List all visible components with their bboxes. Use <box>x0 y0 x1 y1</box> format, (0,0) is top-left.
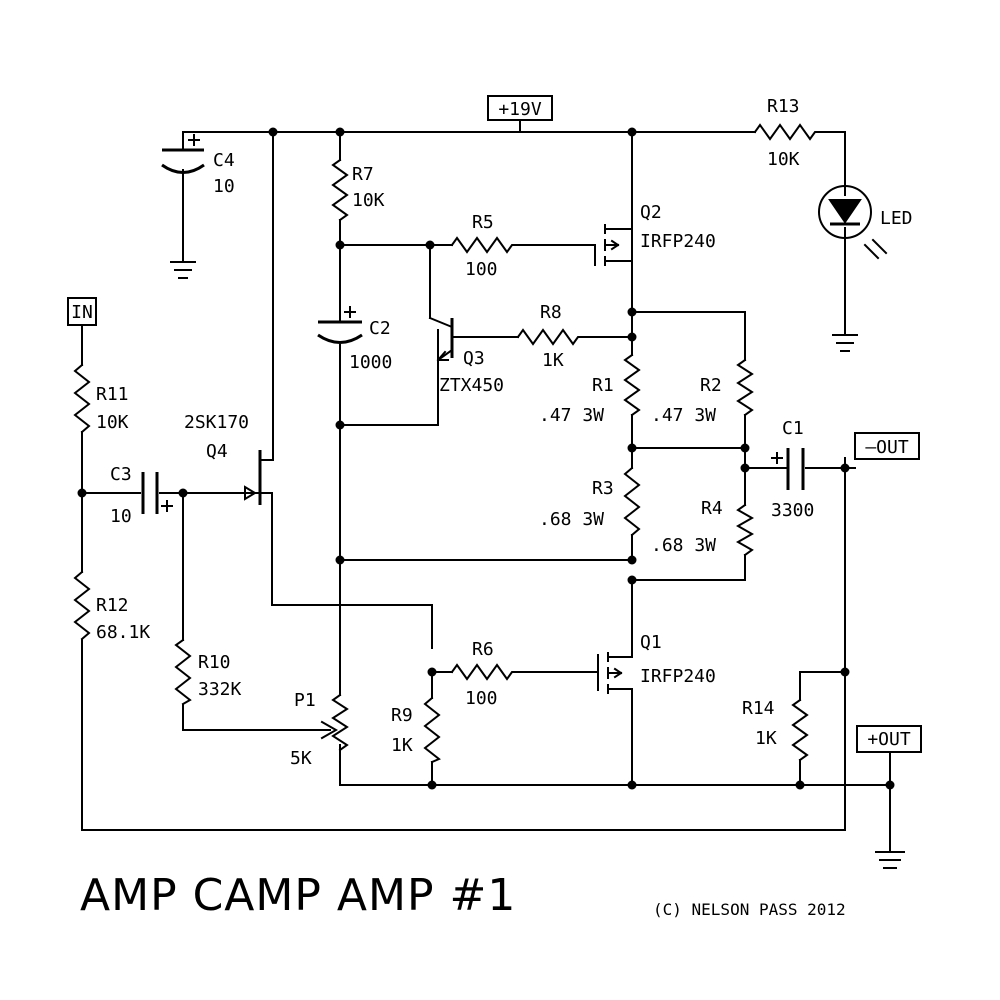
terminal-supply: +19V <box>487 95 553 121</box>
jfet-q4 <box>237 450 262 505</box>
resistor-r2 <box>736 358 754 417</box>
led <box>818 185 888 260</box>
terminals: +19V IN –OUT +OUT <box>67 95 922 753</box>
label-c2-value: 1000 <box>349 352 392 373</box>
label-q4-ref: Q4 <box>206 441 228 462</box>
resistors <box>73 123 821 764</box>
diagram-title: AMP CAMP AMP #1 <box>80 870 516 921</box>
label-c3-value: 10 <box>110 506 132 527</box>
resistor-r5 <box>450 236 519 254</box>
resistor-r1 <box>623 353 641 417</box>
label-p1-ref: P1 <box>294 690 316 711</box>
label-c1-value: 3300 <box>771 500 814 521</box>
terminal-out-pos: +OUT <box>856 725 922 753</box>
label-r8-ref: R8 <box>540 302 562 323</box>
label-led-ref: LED <box>880 208 913 229</box>
label-r1-ref: R1 <box>592 375 614 396</box>
resistor-r14 <box>791 698 809 762</box>
mosfet-q1 <box>597 649 633 694</box>
label-r11-ref: R11 <box>96 384 129 405</box>
capacitor-c2 <box>317 306 363 344</box>
label-p1-value: 5K <box>290 748 312 769</box>
resistor-r11 <box>73 363 91 434</box>
label-r13-ref: R13 <box>767 96 800 117</box>
bjt-q3 <box>428 316 454 396</box>
potentiometer-p1 <box>320 693 349 752</box>
terminal-out-neg: –OUT <box>854 432 920 460</box>
terminal-input: IN <box>67 297 97 326</box>
capacitors <box>141 134 805 514</box>
resistor-r13 <box>753 123 821 141</box>
label-r3-ref: R3 <box>592 478 614 499</box>
copyright-notice: (C) NELSON PASS 2012 <box>653 900 846 919</box>
label-q2-ref: Q2 <box>640 202 662 223</box>
resistor-r7 <box>331 158 349 222</box>
wires <box>81 117 891 853</box>
label-r11-value: 10K <box>96 412 129 433</box>
resistor-r9 <box>423 696 441 764</box>
ground-led <box>832 334 858 352</box>
label-q2-part: IRFP240 <box>640 231 716 252</box>
resistor-r3 <box>623 466 641 537</box>
label-r12-ref: R12 <box>96 595 129 616</box>
label-q1-part: IRFP240 <box>640 666 716 687</box>
label-q3-ref: Q3 <box>463 348 485 369</box>
label-q4-part: 2SK170 <box>184 412 249 433</box>
label-c1-ref: C1 <box>782 418 804 439</box>
mosfet-q2 <box>594 224 633 266</box>
label-r2-ref: R2 <box>700 375 722 396</box>
capacitor-c3 <box>141 472 173 514</box>
component-labels: C4 10 R7 10K R5 100 Q2 IRFP240 R13 10K L… <box>96 96 913 769</box>
label-r8-value: 1K <box>542 350 564 371</box>
label-c2-ref: C2 <box>369 318 391 339</box>
label-r10-ref: R10 <box>198 652 231 673</box>
label-c4-value: 10 <box>213 176 235 197</box>
resistor-r8 <box>516 328 587 346</box>
label-r4-ref: R4 <box>701 498 723 519</box>
ground-c4 <box>170 261 196 279</box>
label-r1-value: .47 3W <box>539 405 604 426</box>
terminal-out-pos-label: +OUT <box>867 729 911 750</box>
label-r6-value: 100 <box>465 688 498 709</box>
label-r4-value: .68 3W <box>651 535 716 556</box>
label-r2-value: .47 3W <box>651 405 716 426</box>
terminal-supply-label: +19V <box>498 99 542 120</box>
resistor-r6 <box>450 663 519 681</box>
label-q1-ref: Q1 <box>640 632 662 653</box>
label-r13-value: 10K <box>767 149 800 170</box>
resistor-r12 <box>73 570 91 641</box>
label-c3-ref: C3 <box>110 464 132 485</box>
label-r14-ref: R14 <box>742 698 775 719</box>
label-q3-part: ZTX450 <box>439 375 504 396</box>
label-r6-ref: R6 <box>472 639 494 660</box>
terminal-input-label: IN <box>71 302 93 323</box>
label-r14-value: 1K <box>755 728 777 749</box>
ground-symbols <box>170 261 905 869</box>
junctions <box>77 127 895 790</box>
label-r9-value: 1K <box>391 735 413 756</box>
label-r10-value: 332K <box>198 679 242 700</box>
label-r5-ref: R5 <box>472 212 494 233</box>
label-r3-value: .68 3W <box>539 509 604 530</box>
resistor-r10 <box>174 638 192 706</box>
label-r5-value: 100 <box>465 259 498 280</box>
label-r9-ref: R9 <box>391 705 413 726</box>
label-r7-value: 10K <box>352 190 385 211</box>
capacitor-c4 <box>161 134 205 179</box>
capacitor-c1 <box>771 448 805 490</box>
label-c4-ref: C4 <box>213 150 235 171</box>
ground-out <box>875 851 905 869</box>
label-r7-ref: R7 <box>352 164 374 185</box>
resistor-r4 <box>735 503 755 557</box>
label-r12-value: 68.1K <box>96 622 150 643</box>
terminal-out-neg-label: –OUT <box>865 437 909 458</box>
